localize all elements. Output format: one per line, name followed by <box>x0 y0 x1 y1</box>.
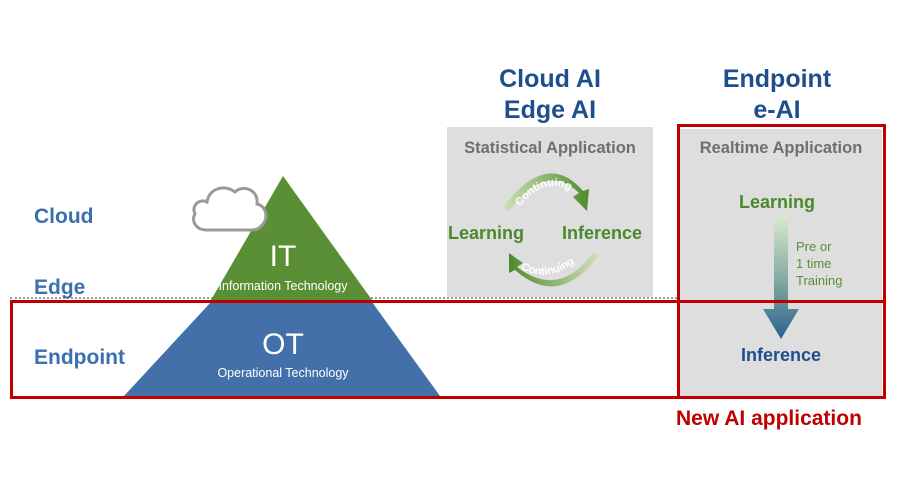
cloud-inference-label: Inference <box>562 223 643 243</box>
endpoint-eai-title: Endpoint e-AI <box>697 64 857 126</box>
endpoint-title: Endpoint <box>722 65 832 93</box>
ot-trapezoid <box>124 302 440 396</box>
ot-sublabel: Operational Technology <box>217 366 349 380</box>
endpoint-eai-red-frame <box>677 124 886 399</box>
statistical-application-panel <box>447 127 653 297</box>
level-label-cloud: Cloud <box>34 205 94 228</box>
it-triangle <box>211 176 372 300</box>
training-note-line3: Training <box>796 273 843 288</box>
cloud-edge-ai-title: Cloud AI Edge AI <box>470 64 630 126</box>
edge-ai-title: Edge AI <box>503 96 597 124</box>
training-down-arrow <box>763 215 799 339</box>
top-continuing-label: Continuing <box>513 177 574 209</box>
cloud-learning-label: Learning <box>448 223 525 243</box>
bottom-continuing-arrow <box>509 253 599 287</box>
level-label-edge: Edge <box>34 276 86 299</box>
top-continuing-arrow <box>503 173 589 211</box>
cloud-icon <box>192 186 268 232</box>
new-ai-application-label: New AI application <box>676 407 862 430</box>
statistical-application-title: Statistical Application <box>464 139 636 157</box>
edge-separator-line <box>10 297 885 299</box>
eai-title: e-AI <box>753 96 801 124</box>
training-note: Pre or 1 time Training <box>796 238 842 289</box>
ot-label: OT <box>262 328 304 361</box>
it-label: IT <box>269 240 297 273</box>
realtime-application-title: Realtime Application <box>699 139 863 157</box>
continuing-cycle-arrows: Continuing Continuing <box>503 173 599 287</box>
level-label-endpoint: Endpoint <box>34 346 125 369</box>
svg-text:Continuing: Continuing <box>519 255 576 278</box>
endpoint-learning-label: Learning <box>739 192 816 212</box>
cloud-ai-title: Cloud AI <box>499 65 601 93</box>
svg-text:Continuing: Continuing <box>513 177 574 209</box>
training-note-line2: 1 time <box>796 256 832 271</box>
bottom-continuing-label: Continuing <box>519 255 576 278</box>
it-sublabel: Information Technology <box>218 279 348 293</box>
training-note-line1: Pre or <box>796 239 832 254</box>
endpoint-inference-label: Inference <box>740 345 822 365</box>
